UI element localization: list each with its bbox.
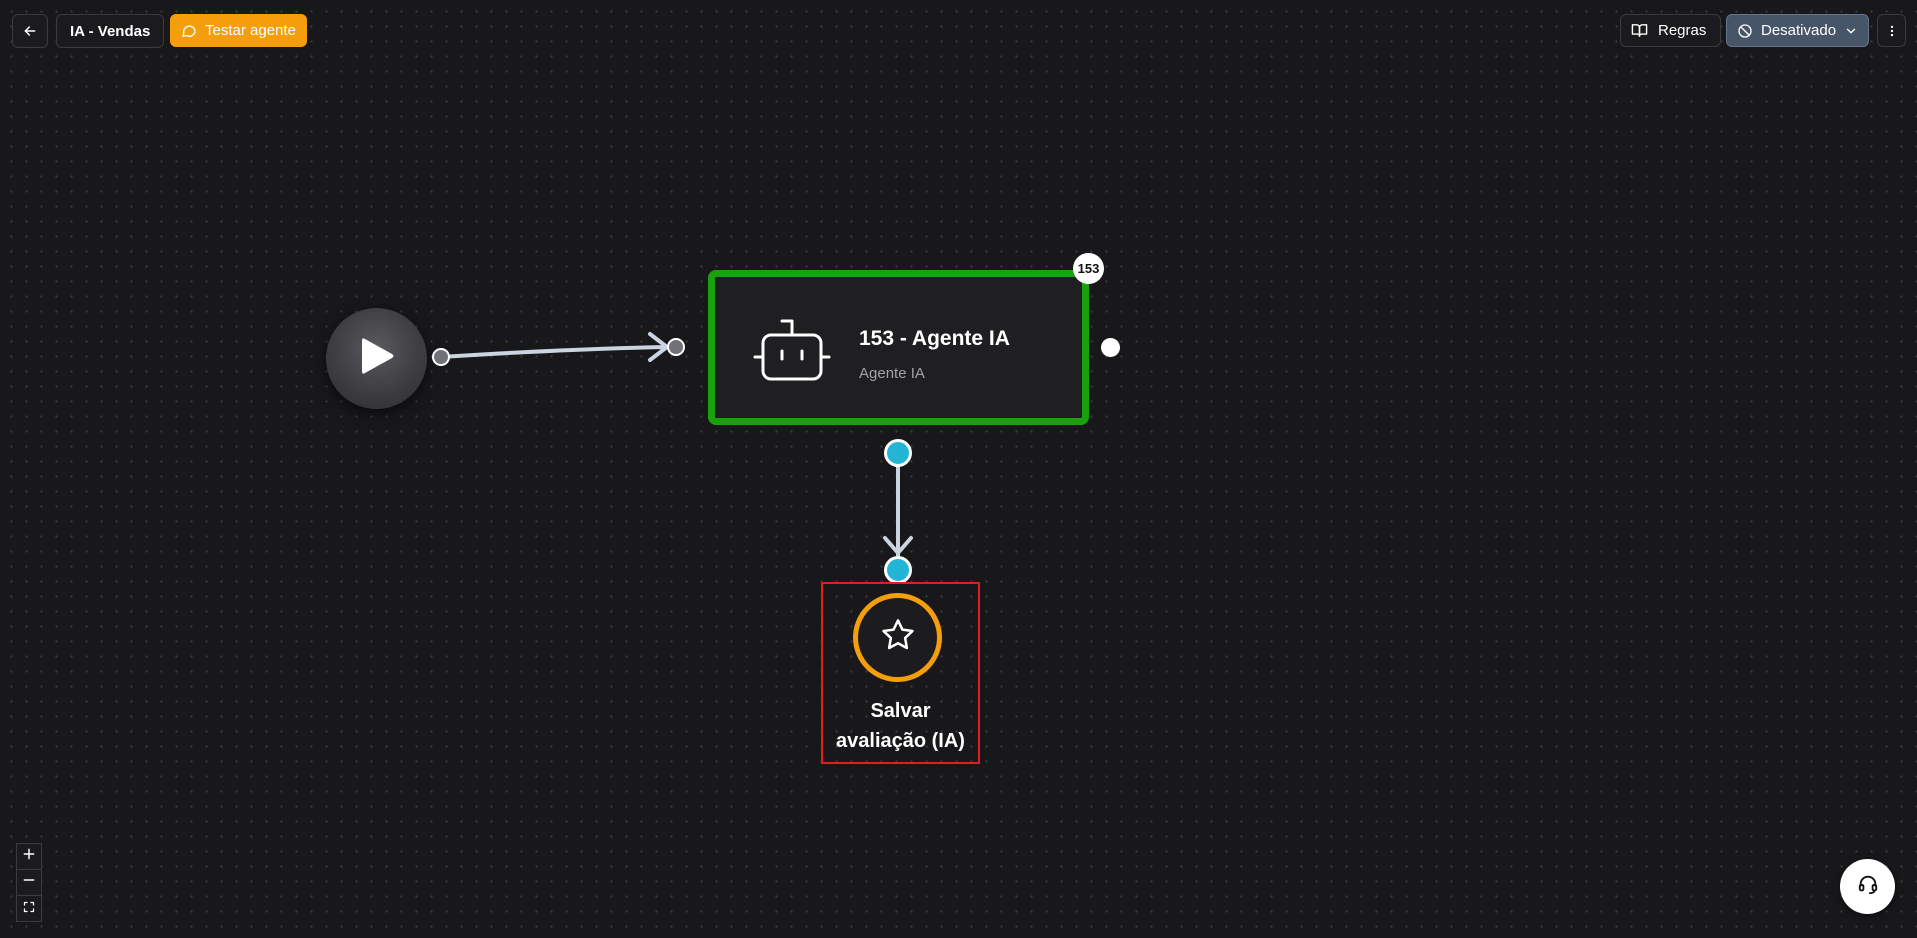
zoom-controls xyxy=(16,843,42,922)
status-label: Desativado xyxy=(1761,22,1837,39)
status-dropdown[interactable]: Desativado xyxy=(1726,14,1870,47)
flow-title: IA - Vendas xyxy=(70,22,151,40)
evaluation-input-handle[interactable] xyxy=(884,556,912,584)
bot-icon xyxy=(752,315,832,390)
star-icon xyxy=(879,616,917,659)
agent-input-handle[interactable] xyxy=(667,338,685,356)
test-agent-label: Testar agente xyxy=(205,22,296,39)
test-agent-button[interactable]: Testar agente xyxy=(170,14,307,47)
back-button[interactable] xyxy=(12,14,48,48)
chat-bubble-icon xyxy=(181,23,197,39)
edge-agent-to-evaluation-arrow xyxy=(883,536,913,555)
support-button[interactable] xyxy=(1840,859,1895,914)
book-open-icon xyxy=(1631,22,1648,39)
fit-view-icon xyxy=(23,900,35,918)
more-options-button[interactable] xyxy=(1877,14,1906,47)
chevron-down-icon xyxy=(1844,24,1858,38)
evaluation-icon-circle xyxy=(853,593,942,682)
headset-icon xyxy=(1857,873,1879,900)
start-output-handle[interactable] xyxy=(432,348,450,366)
edge-start-to-agent[interactable] xyxy=(440,345,672,359)
zoom-out-button[interactable] xyxy=(17,870,41,896)
agent-node[interactable]: 153 - Agente IA Agente IA xyxy=(708,270,1089,425)
more-vertical-icon xyxy=(1885,23,1899,39)
flow-title-button[interactable]: IA - Vendas xyxy=(56,14,165,48)
rules-button[interactable]: Regras xyxy=(1620,14,1722,47)
minus-icon xyxy=(22,873,36,892)
arrow-left-icon xyxy=(22,23,38,39)
agent-output-handle-bottom[interactable] xyxy=(884,439,912,467)
agent-node-subtitle: Agente IA xyxy=(859,365,925,382)
node-id-badge: 153 xyxy=(1073,253,1104,284)
agent-output-handle-right[interactable] xyxy=(1101,338,1120,357)
rules-label: Regras xyxy=(1658,22,1707,39)
start-node[interactable] xyxy=(326,308,427,409)
ban-icon xyxy=(1737,23,1753,39)
fit-view-button[interactable] xyxy=(17,896,41,921)
plus-icon xyxy=(22,847,36,866)
agent-node-title: 153 - Agente IA xyxy=(859,327,1010,350)
zoom-in-button[interactable] xyxy=(17,844,41,870)
play-icon xyxy=(357,334,397,383)
